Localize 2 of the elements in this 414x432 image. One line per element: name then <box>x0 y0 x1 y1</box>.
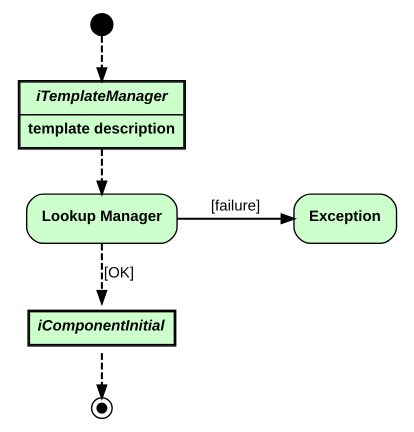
edge-label: [OK] <box>103 264 134 282</box>
edge-label: [failure] <box>210 197 260 214</box>
